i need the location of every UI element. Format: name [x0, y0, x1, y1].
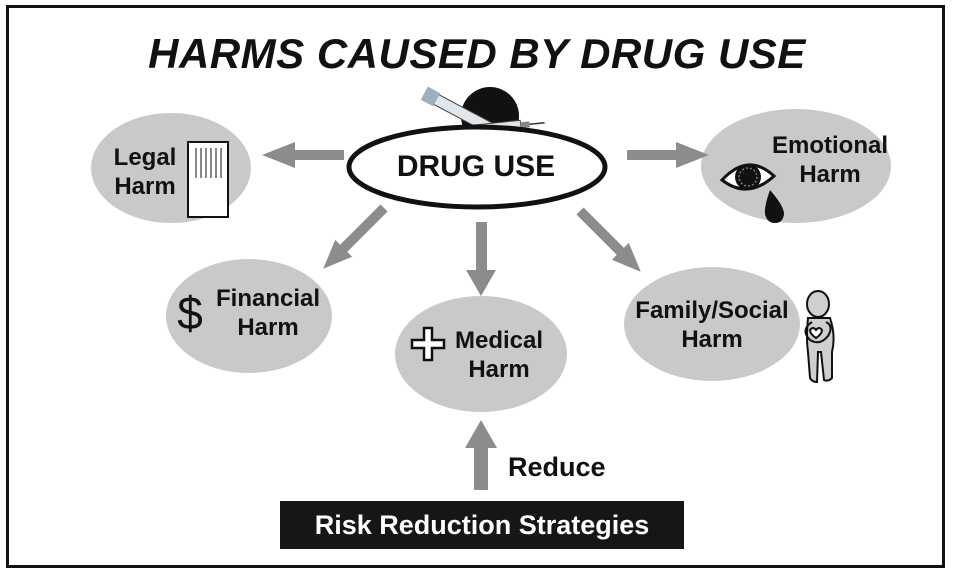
family-social-harm-line2: Harm	[681, 326, 743, 353]
arrow-to-emotional	[627, 142, 709, 168]
financial-harm-label: Financial Harm	[206, 284, 330, 342]
family-social-harm-label: Family/Social Harm	[622, 296, 802, 354]
emotional-harm-ellipse	[701, 109, 891, 223]
diagram-title: HARMS CAUSED BY DRUG USE	[148, 30, 806, 77]
arrows	[262, 142, 709, 490]
financial-harm-line1: Financial	[215, 285, 321, 312]
legal-harm-label: Legal Harm	[100, 143, 190, 201]
family-social-harm-line1: Family/Social	[635, 297, 789, 324]
arrow-to-family-social	[576, 207, 641, 272]
medical-harm-label: Medical Harm	[444, 326, 554, 384]
reduce-label: Reduce	[508, 452, 606, 482]
dollar-icon: $	[177, 287, 203, 339]
crying-eye-icon	[719, 163, 784, 223]
emotional-harm-line2: Harm	[799, 161, 861, 188]
arrow-reduce	[465, 420, 497, 490]
medical-cross-icon	[410, 326, 446, 362]
legal-harm-line1: Legal	[113, 144, 177, 171]
arrow-to-medical	[466, 222, 496, 296]
financial-harm-ellipse	[166, 259, 332, 373]
drug-use-label: DRUG USE	[396, 150, 556, 183]
emotional-harm-label: Emotional Harm	[760, 131, 900, 189]
medical-harm-ellipse	[395, 296, 567, 412]
risk-reduction-strategies-banner: Risk Reduction Strategies	[280, 501, 684, 549]
drug-use-ellipse	[346, 124, 608, 210]
medical-harm-line1: Medical	[454, 327, 544, 354]
diagram-frame	[6, 5, 945, 568]
document-icon	[187, 141, 229, 218]
emotional-harm-line1: Emotional	[771, 132, 888, 159]
financial-harm-line2: Harm	[237, 314, 299, 341]
arrow-to-financial	[323, 204, 388, 269]
person-icon	[804, 290, 835, 384]
medical-harm-line2: Harm	[468, 356, 530, 383]
legal-harm-line2: Harm	[114, 173, 176, 200]
family-social-harm-ellipse	[624, 267, 800, 381]
arrow-to-legal	[262, 142, 344, 168]
